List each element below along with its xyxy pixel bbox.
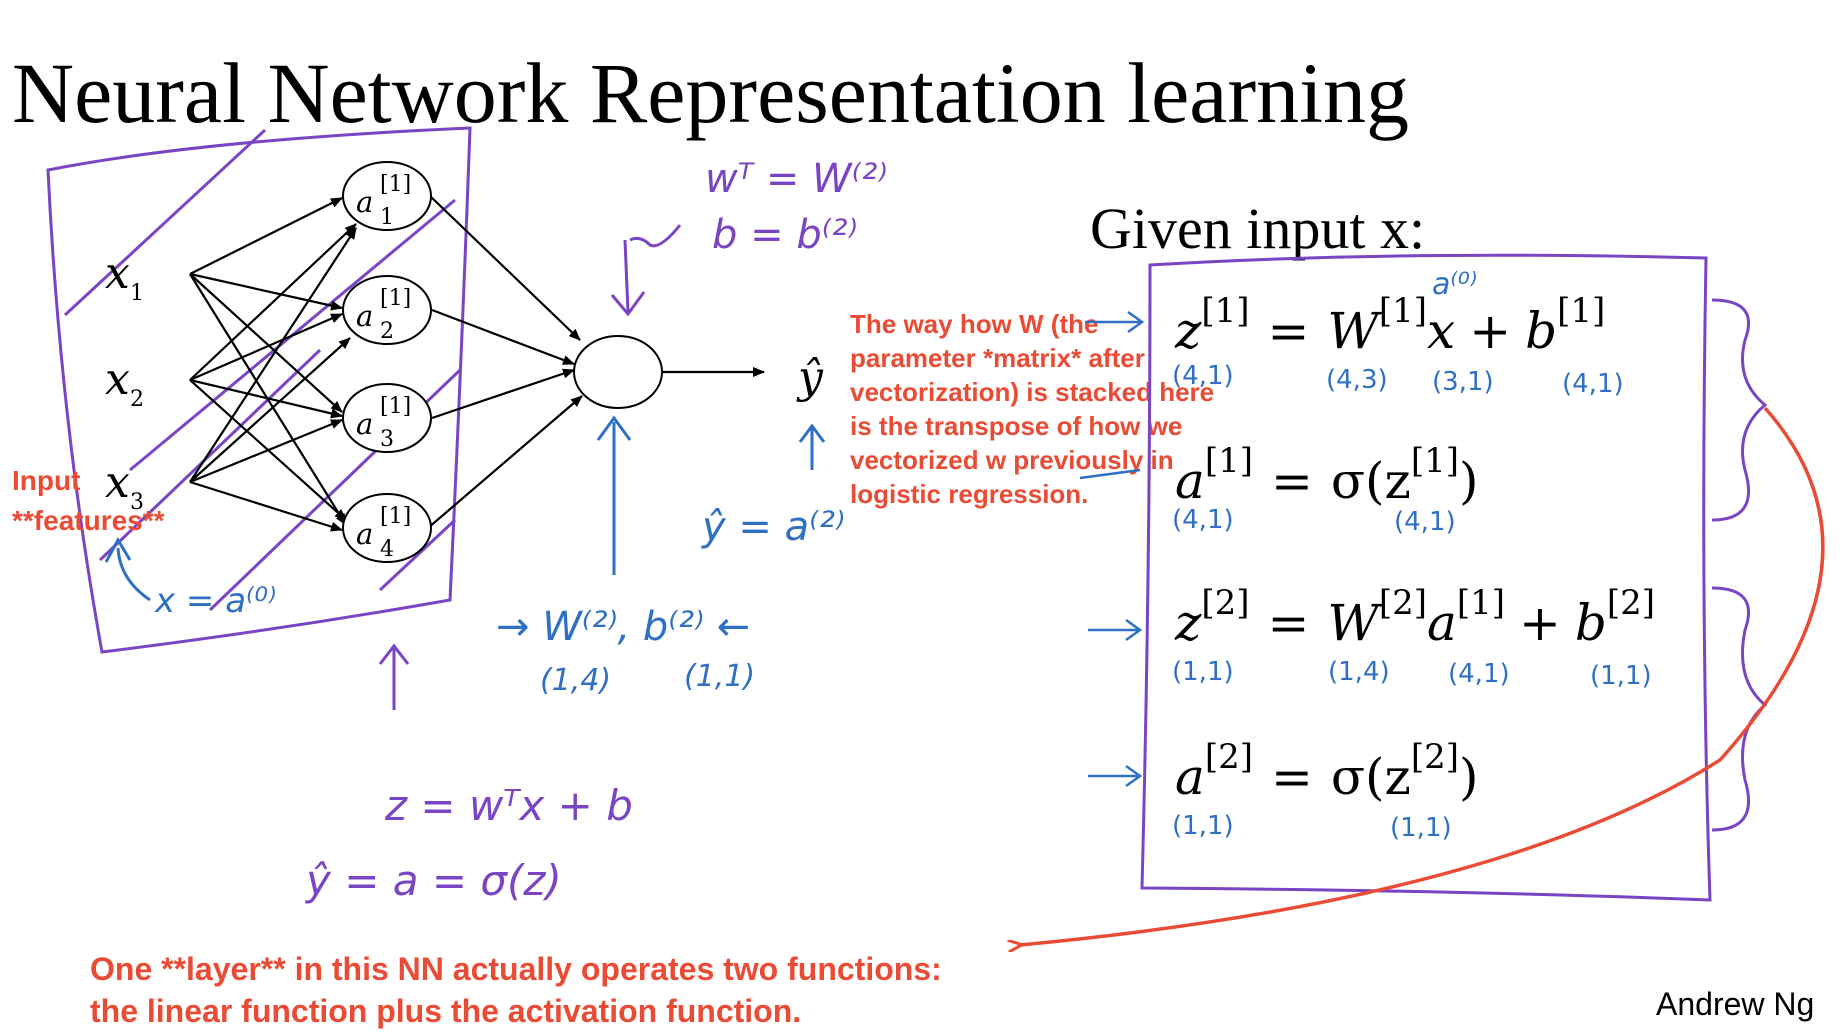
up-arrow-yhat bbox=[798, 423, 826, 470]
equation-4: a[2]=σ(z[2]) (1,1) (1,1) bbox=[1088, 737, 1479, 843]
svg-text:3: 3 bbox=[130, 490, 144, 515]
svg-text:2: 2 bbox=[130, 387, 144, 412]
svg-text:[1]: [1] bbox=[380, 394, 411, 419]
hidden-node-1: a [1] 1 bbox=[342, 161, 432, 231]
svg-text:x: x bbox=[105, 354, 130, 405]
up-arrow-output bbox=[596, 415, 632, 575]
svg-text:1: 1 bbox=[130, 281, 144, 306]
note-dims-b2: (1,1) bbox=[684, 659, 755, 694]
svg-text:(4,3): (4,3) bbox=[1326, 365, 1388, 395]
svg-text:(4,1): (4,1) bbox=[1172, 505, 1234, 535]
svg-text:a[2]=σ(z[2]): a[2]=σ(z[2]) bbox=[1175, 737, 1479, 806]
svg-text:4: 4 bbox=[380, 537, 394, 562]
svg-text:(4,1): (4,1) bbox=[1172, 361, 1234, 391]
note-yhat-a2: ŷ = a⁽²⁾ bbox=[701, 504, 845, 550]
equation-3: z[2]=W[2]a[1]+b[2] (1,1) (1,4) (4,1) (1,… bbox=[1088, 583, 1655, 691]
note-wT: wᵀ = W⁽²⁾ bbox=[705, 156, 887, 202]
svg-text:(4,1): (4,1) bbox=[1448, 659, 1510, 689]
given-input-title: Given input x: bbox=[1090, 196, 1425, 261]
input-x1: x 1 bbox=[105, 248, 144, 306]
svg-text:[1]: [1] bbox=[380, 286, 411, 311]
svg-text:(1,1): (1,1) bbox=[1172, 657, 1234, 687]
input-x3: x 3 bbox=[105, 457, 144, 515]
equation-1: z[1]=W[1]x+b[1] a⁽⁰⁾ (4,1) (4,3) (3,1) (… bbox=[1085, 267, 1624, 399]
edges-input-hidden bbox=[189, 197, 357, 532]
brace-bottom bbox=[1711, 586, 1768, 832]
brace-top bbox=[1711, 298, 1768, 522]
svg-text:(4,1): (4,1) bbox=[1394, 507, 1456, 537]
output-yhat: ŷ bbox=[796, 352, 824, 403]
up-arrow-box bbox=[378, 643, 410, 710]
edges-hidden-output bbox=[427, 195, 765, 529]
w-transpose-note: The way how W (the parameter *matrix* af… bbox=[850, 309, 1221, 509]
svg-text:2: 2 bbox=[380, 319, 394, 344]
svg-text:(1,1): (1,1) bbox=[1390, 813, 1452, 843]
note-z-eq: z = wᵀx + b bbox=[384, 781, 633, 830]
author-credit: Andrew Ng bbox=[1656, 986, 1814, 1022]
hidden-node-4: a [1] 4 bbox=[342, 493, 432, 563]
svg-text:a: a bbox=[356, 185, 373, 219]
svg-text:z[2]=W[2]a[1]+b[2]: z[2]=W[2]a[1]+b[2] bbox=[1174, 583, 1655, 652]
input-x2: x 2 bbox=[105, 354, 144, 412]
equations-box bbox=[1140, 253, 1712, 902]
svg-text:(4,1): (4,1) bbox=[1562, 369, 1624, 399]
svg-text:[1]: [1] bbox=[380, 172, 411, 197]
note-dims-w2: (1,4) bbox=[540, 663, 611, 698]
red-curved-arrow bbox=[1020, 406, 1825, 945]
svg-text:x: x bbox=[105, 248, 130, 299]
equation-2: a[1]=σ(z[1]) (4,1) (4,1) bbox=[1079, 441, 1479, 537]
down-arrow-purple bbox=[610, 239, 646, 317]
note-x-a0: x = a⁽⁰⁾ bbox=[154, 581, 276, 621]
note-b: b = b⁽²⁾ bbox=[712, 212, 857, 258]
slide-title: Neural Network Representation learning bbox=[12, 45, 1409, 141]
svg-text:a[1]=σ(z[1]): a[1]=σ(z[1]) bbox=[1175, 441, 1479, 510]
note-a0: a⁽⁰⁾ bbox=[1432, 267, 1477, 302]
svg-text:1: 1 bbox=[380, 205, 394, 230]
hidden-node-3: a [1] 3 bbox=[342, 383, 432, 453]
input-features-note: Input **features** bbox=[12, 465, 165, 536]
note-yhat-eq: ŷ = a = σ(z) bbox=[304, 856, 562, 905]
svg-text:(3,1): (3,1) bbox=[1432, 367, 1494, 397]
squiggle-arrow bbox=[629, 224, 682, 248]
hidden-node-2: a [1] 2 bbox=[342, 275, 432, 345]
svg-text:a: a bbox=[356, 517, 373, 551]
svg-text:[1]: [1] bbox=[380, 504, 411, 529]
svg-text:z[1]=W[1]x+b[1]: z[1]=W[1]x+b[1] bbox=[1174, 291, 1605, 360]
hook-arrow-x bbox=[104, 536, 151, 602]
network-box bbox=[46, 126, 472, 654]
svg-text:x: x bbox=[105, 457, 130, 508]
note-w2-b2: → W⁽²⁾, b⁽²⁾ ← bbox=[496, 604, 750, 650]
svg-text:a: a bbox=[356, 407, 373, 441]
svg-text:3: 3 bbox=[380, 427, 394, 452]
svg-text:(1,1): (1,1) bbox=[1590, 661, 1652, 691]
svg-text:(1,1): (1,1) bbox=[1172, 811, 1234, 841]
output-node bbox=[573, 335, 663, 409]
layer-note: One **layer** in this NN actually operat… bbox=[90, 951, 951, 1029]
svg-text:(1,4): (1,4) bbox=[1328, 657, 1390, 687]
svg-text:a: a bbox=[356, 299, 373, 333]
